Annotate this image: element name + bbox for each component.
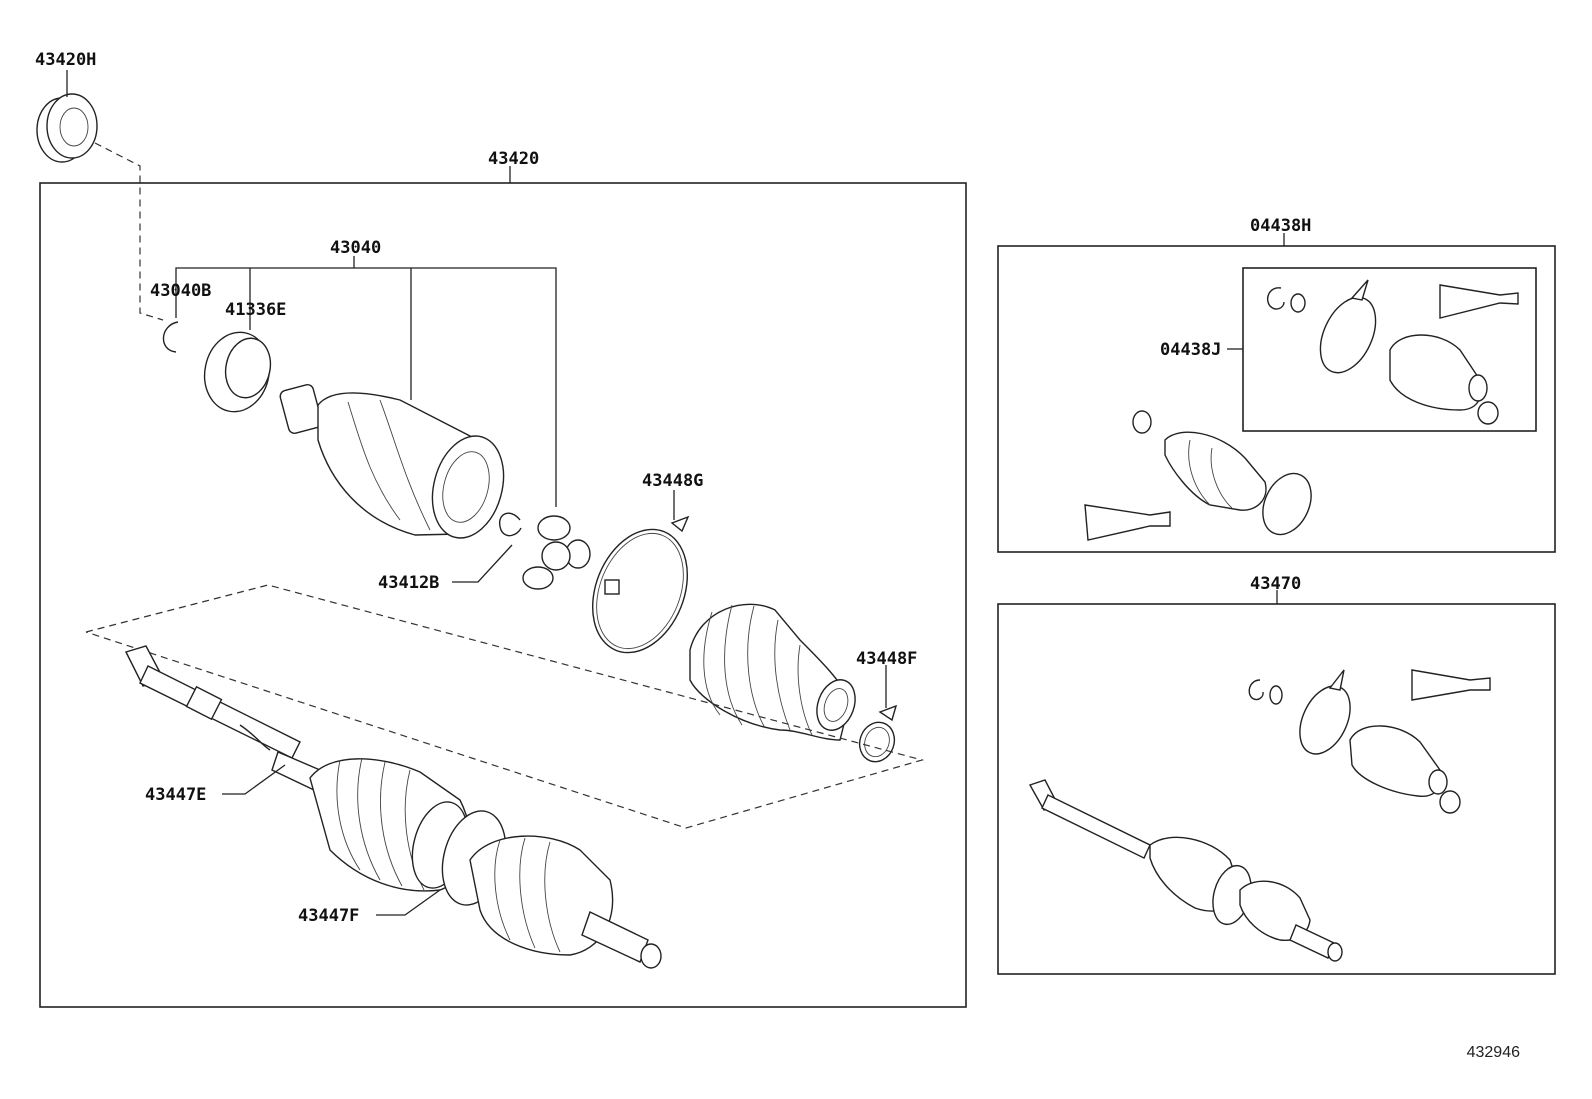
assembly-box-43420 <box>39 182 967 1008</box>
part-inboard-boot[interactable] <box>689 603 862 741</box>
kit-box-04438H <box>997 245 1556 553</box>
part-43448G-clamp[interactable] <box>575 515 705 667</box>
part-outboard-joint[interactable] <box>309 757 662 969</box>
callout-43420H[interactable]: 43420H <box>35 50 97 70</box>
callout-04438H[interactable]: 04438H <box>1250 216 1312 236</box>
part-tripod-joint[interactable] <box>522 515 591 590</box>
assembly-43470-contents[interactable] <box>1028 669 1491 962</box>
part-43412B-snap-ring[interactable] <box>498 512 522 537</box>
callout-43420[interactable]: 43420 <box>488 149 540 169</box>
part-drive-shaft[interactable] <box>125 645 321 791</box>
callout-43448F[interactable]: 43448F <box>856 649 918 669</box>
diagram-id: 432946 <box>1466 1044 1520 1061</box>
kit-04438J-contents[interactable] <box>1266 279 1519 425</box>
callout-41336E[interactable]: 41336E <box>225 300 287 320</box>
part-43040B-snap-ring[interactable] <box>162 321 179 353</box>
part-43040-inboard-joint[interactable] <box>279 383 514 546</box>
callout-43040[interactable]: 43040 <box>330 238 382 258</box>
callout-04438J[interactable]: 04438J <box>1160 340 1222 360</box>
callout-43448G[interactable]: 43448G <box>642 471 704 491</box>
callout-43447E[interactable]: 43447E <box>145 785 207 805</box>
part-43448F-clamp[interactable] <box>854 704 900 767</box>
callout-43040B[interactable]: 43040B <box>150 281 212 301</box>
kit-04438H-contents[interactable] <box>1084 410 1320 542</box>
part-41336E-ring[interactable] <box>197 326 276 418</box>
callout-43412B[interactable]: 43412B <box>378 573 440 593</box>
callout-43470[interactable]: 43470 <box>1250 574 1302 594</box>
part-43420H-seal[interactable] <box>36 93 98 163</box>
callout-43447F[interactable]: 43447F <box>298 906 360 926</box>
